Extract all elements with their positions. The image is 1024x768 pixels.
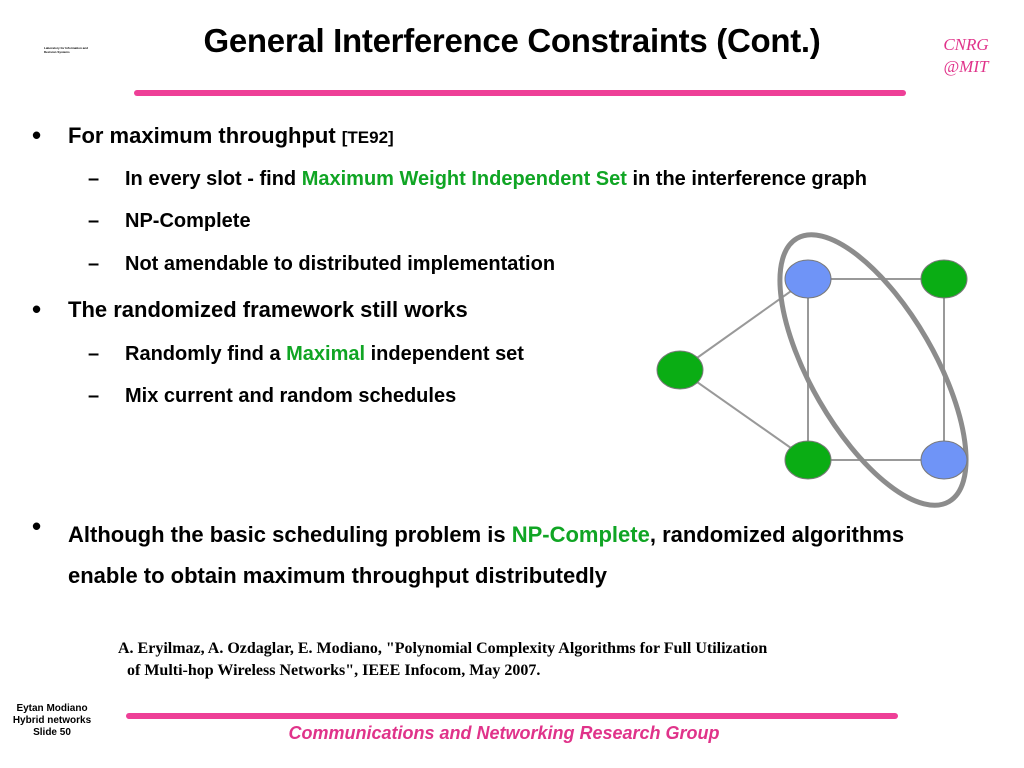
graph-node-bottom-left — [784, 440, 832, 480]
dash: – — [88, 385, 100, 407]
dash: – — [88, 168, 100, 190]
footer-slide-number: Slide 50 — [33, 727, 71, 738]
cnrg-mit-label: CNRG @MIT — [934, 34, 998, 78]
graph-node-bottom-right — [920, 440, 968, 480]
independent-set-ellipse — [777, 232, 969, 508]
graph-node-top-left — [784, 259, 832, 299]
sub-bullet-text: Mix current and random schedules — [125, 385, 457, 407]
bullet-dot: • — [32, 511, 42, 541]
sub-bullet-text: Randomly find a Maximal independent set — [125, 343, 524, 365]
bullet-dot: • — [32, 294, 42, 324]
sub-bullet-text: In every slot - find Maximum Weight Inde… — [125, 168, 867, 190]
footer-author: Eytan Modiano — [16, 703, 88, 714]
lids-logo: Laboratory for Information and Decision … — [44, 46, 89, 54]
graph-node-left — [656, 350, 704, 390]
graph-edge-left-bottom-left — [679, 369, 809, 461]
slide-title: General Interference Constraints (Cont.) — [203, 22, 821, 59]
sub-bullet-text: Not amendable to distributed implementat… — [125, 253, 556, 275]
dash: – — [88, 253, 100, 275]
citation-line-1: A. Eryilmaz, A. Ozdaglar, E. Modiano, "P… — [118, 640, 768, 657]
bullet-text: For maximum throughput [TE92] — [68, 123, 394, 148]
dash: – — [88, 210, 100, 232]
citation: A. Eryilmaz, A. Ozdaglar, E. Modiano, "P… — [118, 638, 918, 682]
bullet-text: Although the basic scheduling problem is… — [68, 522, 905, 588]
graph-nodes — [656, 259, 968, 480]
citation-line-2: of Multi-hop Wireless Networks", IEEE In… — [127, 662, 541, 679]
corner-line-2: @MIT — [943, 57, 989, 76]
dash: – — [88, 343, 100, 365]
footer-group-name: Communications and Networking Research G… — [288, 723, 720, 743]
corner-line-1: CNRG — [943, 35, 989, 54]
footer-info: Eytan Modiano Hybrid networks Slide 50 — [4, 703, 100, 739]
top-divider — [134, 90, 906, 96]
sub-bullet-text: NP-Complete — [125, 210, 251, 232]
graph-node-top-right — [920, 259, 968, 299]
footer-course: Hybrid networks — [12, 715, 92, 726]
graph-edge-left-top-left — [679, 278, 809, 371]
bottom-divider — [126, 713, 898, 719]
bullet-text: The randomized framework still works — [68, 297, 468, 322]
bullet-dot: • — [32, 120, 42, 150]
